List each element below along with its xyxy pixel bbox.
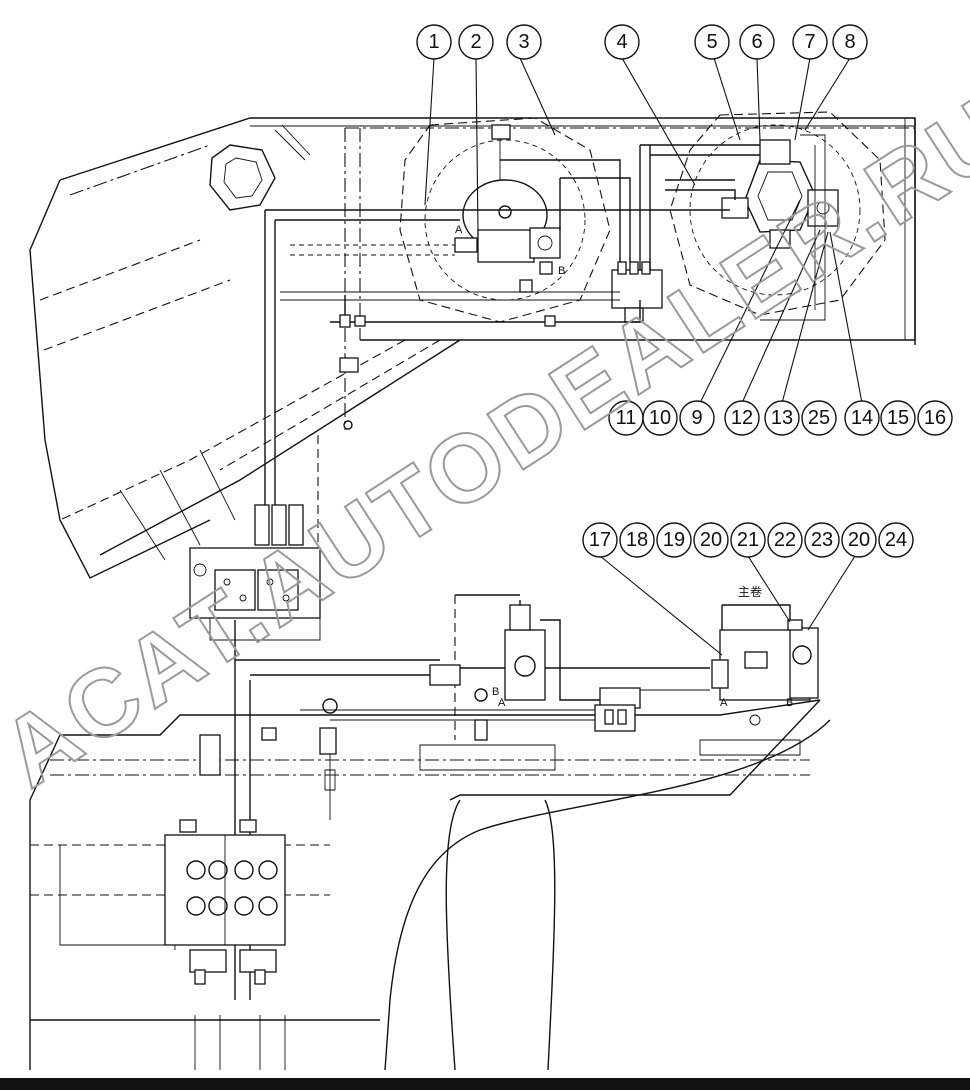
control-valve-block <box>189 504 321 641</box>
callout-11: 11 <box>608 400 644 436</box>
callout-21: 21 <box>730 522 766 558</box>
svg-text:10: 10 <box>649 407 671 429</box>
port-b-lower1-label: B <box>492 686 499 698</box>
callout-15: 15 <box>880 400 916 436</box>
callout-1: 1 <box>416 24 452 60</box>
center-manifold <box>611 261 663 323</box>
callout-8: 8 <box>832 24 868 60</box>
callouts-right-row: 11 10 9 12 13 25 14 15 16 <box>608 400 953 436</box>
svg-text:4: 4 <box>616 31 627 53</box>
leader-lines <box>424 57 863 656</box>
callouts-lower: 17 18 19 20 21 22 23 20 24 <box>582 522 914 558</box>
port-b-lower2-label: B <box>786 697 793 709</box>
left-motor-assembly: A B <box>399 117 611 323</box>
lower-piping: A B A B 主卷 <box>59 584 819 1000</box>
svg-text:9: 9 <box>691 407 702 429</box>
callouts-top-right: 5 6 7 8 <box>694 24 868 60</box>
port-a-lower1-label: A <box>498 697 506 709</box>
svg-text:8: 8 <box>844 31 855 53</box>
svg-text:13: 13 <box>771 407 793 429</box>
callout-24: 24 <box>878 522 914 558</box>
svg-text:7: 7 <box>804 31 815 53</box>
svg-text:19: 19 <box>663 529 685 551</box>
lower-valve-bank <box>164 819 286 985</box>
callout-7: 7 <box>792 24 828 60</box>
right-motor-assembly <box>669 111 886 316</box>
boom-outline <box>29 117 916 1071</box>
svg-text:3: 3 <box>518 31 529 53</box>
bottom-border <box>0 1078 970 1090</box>
upper-piping <box>264 134 826 540</box>
callout-25: 25 <box>801 400 837 436</box>
svg-text:23: 23 <box>811 529 833 551</box>
callout-23: 23 <box>804 522 840 558</box>
svg-text:11: 11 <box>616 407 637 429</box>
callout-17: 17 <box>582 522 618 558</box>
callout-10: 10 <box>642 400 678 436</box>
port-a-label: A <box>455 224 463 236</box>
svg-text:16: 16 <box>924 407 946 429</box>
svg-text:22: 22 <box>774 529 796 551</box>
callout-12: 12 <box>724 400 760 436</box>
svg-text:21: 21 <box>737 529 759 551</box>
svg-text:ACAT.AUTODEALER.RU: ACAT.AUTODEALER.RU <box>0 76 970 807</box>
watermark: ACAT.AUTODEALER.RU <box>0 75 970 808</box>
callout-9: 9 <box>679 400 715 436</box>
callout-14: 14 <box>844 400 880 436</box>
svg-text:24: 24 <box>885 529 907 551</box>
callout-20b: 20 <box>841 522 877 558</box>
callout-6: 6 <box>739 24 775 60</box>
callout-2: 2 <box>458 24 494 60</box>
callout-20a: 20 <box>693 522 729 558</box>
svg-text:18: 18 <box>626 529 648 551</box>
svg-text:1: 1 <box>428 31 439 53</box>
svg-text:20: 20 <box>848 529 870 551</box>
callout-3: 3 <box>506 24 542 60</box>
main-winch-label: 主卷 <box>738 584 762 599</box>
callouts-top-left: 1 2 3 4 <box>416 24 640 60</box>
svg-text:5: 5 <box>706 31 717 53</box>
callout-19: 19 <box>656 522 692 558</box>
svg-text:20: 20 <box>700 529 722 551</box>
svg-text:12: 12 <box>731 407 753 429</box>
svg-text:25: 25 <box>808 407 830 429</box>
svg-text:14: 14 <box>851 407 873 429</box>
callout-18: 18 <box>619 522 655 558</box>
callout-22: 22 <box>767 522 803 558</box>
callout-4: 4 <box>604 24 640 60</box>
svg-text:2: 2 <box>470 31 481 53</box>
port-b-label: B <box>558 265 565 277</box>
svg-text:17: 17 <box>589 529 611 551</box>
callout-13: 13 <box>764 400 800 436</box>
svg-text:6: 6 <box>751 31 762 53</box>
svg-text:15: 15 <box>887 407 909 429</box>
callout-5: 5 <box>694 24 730 60</box>
callout-16: 16 <box>917 400 953 436</box>
port-a-lower2-label: A <box>720 697 728 709</box>
